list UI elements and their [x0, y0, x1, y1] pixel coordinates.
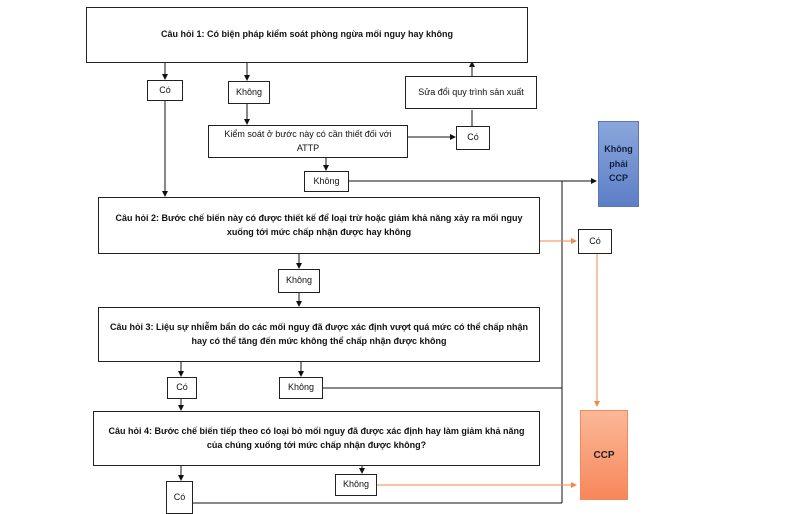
question-3-text: Câu hỏi 3: Liệu sự nhiễm bẩn do các mối … [110, 322, 528, 346]
question-2-box: Câu hỏi 2: Bước chế biến này có được thi… [98, 197, 540, 254]
ccp-label: CCP [593, 449, 615, 461]
q3-no-box: Không [279, 377, 323, 399]
q1-yes-label: Có [159, 84, 171, 95]
control-no-box: Không [304, 171, 349, 192]
question-1-text: Câu hỏi 1: Có biện pháp kiểm soát phòng … [160, 29, 454, 40]
q2-no-box: Không [278, 269, 320, 293]
question-4-text: Câu hỏi 4: Bước chế biến tiếp theo có lo… [108, 426, 525, 450]
question-2-text: Câu hỏi 2: Bước chế biến này có được thi… [115, 213, 523, 237]
question-1-box: Câu hỏi 1: Có biện pháp kiểm soát phòng … [86, 7, 528, 63]
q2-yes-box: Có [578, 229, 612, 254]
not-ccp-label: Không phải CCP [604, 144, 633, 184]
q2-yes-label: Có [589, 235, 601, 246]
q3-yes-box: Có [167, 377, 197, 399]
control-yes-box: Có [456, 126, 490, 150]
q4-no-box: Không [335, 474, 377, 496]
q1-no-box: Không [228, 81, 270, 104]
control-yes-label: Có [467, 132, 479, 143]
q4-no-label: Không [342, 479, 370, 490]
control-needed-box: Kiểm soát ở bước này có cần thiết đối vớ… [208, 125, 408, 158]
q4-yes-label: Có [173, 491, 186, 502]
control-no-label: Không [313, 175, 340, 186]
question-3-box: Câu hỏi 3: Liệu sự nhiễm bẩn do các mối … [98, 307, 540, 362]
q3-yes-label: Có [176, 382, 188, 393]
not-ccp-box: Không phải CCP [598, 121, 639, 207]
q3-no-label: Không [287, 382, 315, 393]
q2-no-label: Không [285, 275, 313, 286]
control-needed-text: Kiểm soát ở bước này có cần thiết đối vớ… [224, 129, 392, 153]
modify-process-box: Sửa đổi quy trình sản xuất [405, 76, 537, 109]
question-4-box: Câu hỏi 4: Bước chế biến tiếp theo có lo… [93, 411, 540, 466]
q1-yes-box: Có [147, 80, 183, 101]
q1-no-label: Không [235, 86, 263, 97]
modify-process-text: Sửa đổi quy trình sản xuất [418, 86, 524, 97]
ccp-box: CCP [580, 410, 628, 500]
q4-yes-box: Có [166, 481, 193, 514]
